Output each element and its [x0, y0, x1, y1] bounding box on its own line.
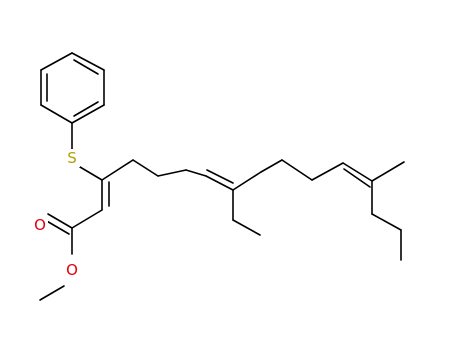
- ester-oxygen-label: O: [66, 261, 78, 279]
- bond: [73, 59, 99, 75]
- bond: [101, 159, 134, 181]
- bond: [157, 169, 187, 177]
- bond: [371, 213, 402, 231]
- bond: [71, 209, 103, 229]
- bond: [39, 285, 65, 301]
- bond: [311, 162, 344, 181]
- bond: [343, 168, 371, 188]
- bond: [44, 219, 70, 235]
- bond: [232, 171, 262, 191]
- carbonyl-oxygen-atom: O: [32, 216, 48, 234]
- bond: [79, 166, 103, 181]
- carbonyl-oxygen-label: O: [34, 216, 46, 234]
- bond: [71, 52, 105, 71]
- bond: [40, 52, 73, 71]
- bond: [132, 159, 159, 177]
- sulfur-label: S: [67, 149, 77, 167]
- bond: [73, 101, 99, 117]
- bond: [47, 213, 73, 229]
- bond: [185, 169, 207, 177]
- bond: [206, 169, 234, 184]
- bond: [371, 161, 405, 182]
- bond: [260, 159, 283, 173]
- bond: [281, 159, 313, 181]
- sulfur-atom: S: [65, 149, 80, 167]
- phenyl-ring: [40, 52, 105, 124]
- bond: [205, 175, 234, 191]
- ester-oxygen-atom: O: [63, 261, 81, 280]
- bond: [232, 219, 261, 236]
- bond: [342, 162, 373, 182]
- bond: [71, 104, 105, 124]
- bond: [40, 104, 73, 124]
